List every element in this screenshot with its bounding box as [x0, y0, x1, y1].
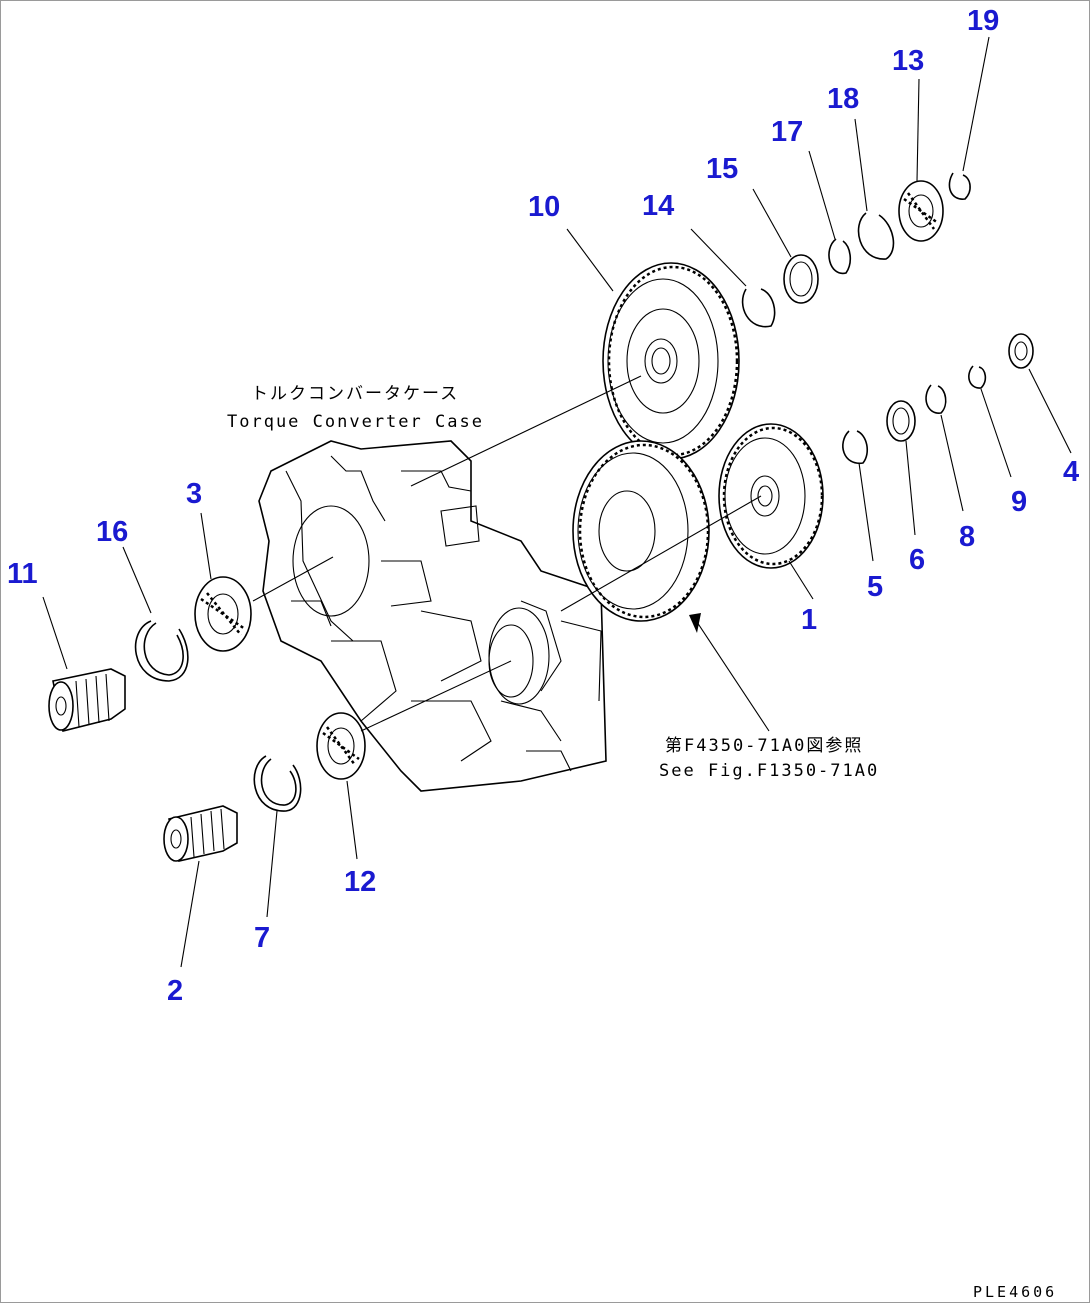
part-5-snap-ring	[842, 430, 869, 464]
torque-converter-case	[258, 440, 607, 792]
part-1-gear	[718, 423, 824, 569]
drawing-number: PLE4606	[973, 1283, 1057, 1301]
callout-10: 10	[528, 191, 560, 223]
leader-lines	[42, 36, 1072, 968]
callout-16: 16	[96, 516, 128, 548]
part-11-splined-shaft	[48, 668, 126, 732]
callout-17: 17	[771, 116, 803, 148]
callout-1: 1	[801, 604, 817, 636]
callout-13: 13	[892, 45, 924, 77]
callout-19: 19	[967, 5, 999, 37]
callout-8: 8	[959, 521, 975, 553]
part-2-splined-shaft	[163, 805, 238, 862]
part-9-snap-ring	[968, 365, 987, 389]
part-13-bearing	[898, 180, 944, 242]
callout-15: 15	[706, 153, 738, 185]
part-6-ring	[886, 400, 916, 442]
callout-2: 2	[167, 975, 183, 1007]
part-18-snap-ring	[857, 212, 895, 260]
reference-label-japanese: 第F4350-71A0図参照	[665, 736, 863, 756]
callout-5: 5	[867, 571, 883, 603]
part-3-bearing	[194, 576, 252, 652]
part-8-snap-ring	[925, 384, 947, 414]
case-label-japanese: トルクコンバータケース	[251, 384, 459, 404]
callout-6: 6	[909, 544, 925, 576]
callout-18: 18	[827, 83, 859, 115]
gear-ref-f1350	[572, 440, 710, 622]
callout-9: 9	[1011, 486, 1027, 518]
part-15-ring	[783, 254, 819, 304]
callout-7: 7	[254, 922, 270, 954]
case-label-english: Torque Converter Case	[227, 412, 484, 432]
callout-11: 11	[7, 558, 38, 590]
part-7-snap-ring	[253, 755, 302, 812]
reference-label-english: See Fig.F1350-71A0	[659, 761, 879, 781]
part-17-snap-ring	[828, 238, 852, 274]
part-14-snap-ring	[741, 288, 776, 328]
callout-14: 14	[642, 190, 674, 222]
part-10-large-gear	[602, 262, 740, 460]
part-4-bearing	[1008, 333, 1034, 369]
callout-4: 4	[1063, 456, 1079, 488]
callout-12: 12	[344, 866, 376, 898]
part-19-snap-ring	[948, 172, 971, 200]
assembly-axis-lines	[252, 375, 762, 732]
part-12-bearing	[316, 712, 366, 780]
part-16-snap-ring	[134, 620, 189, 682]
callout-3: 3	[186, 478, 202, 510]
